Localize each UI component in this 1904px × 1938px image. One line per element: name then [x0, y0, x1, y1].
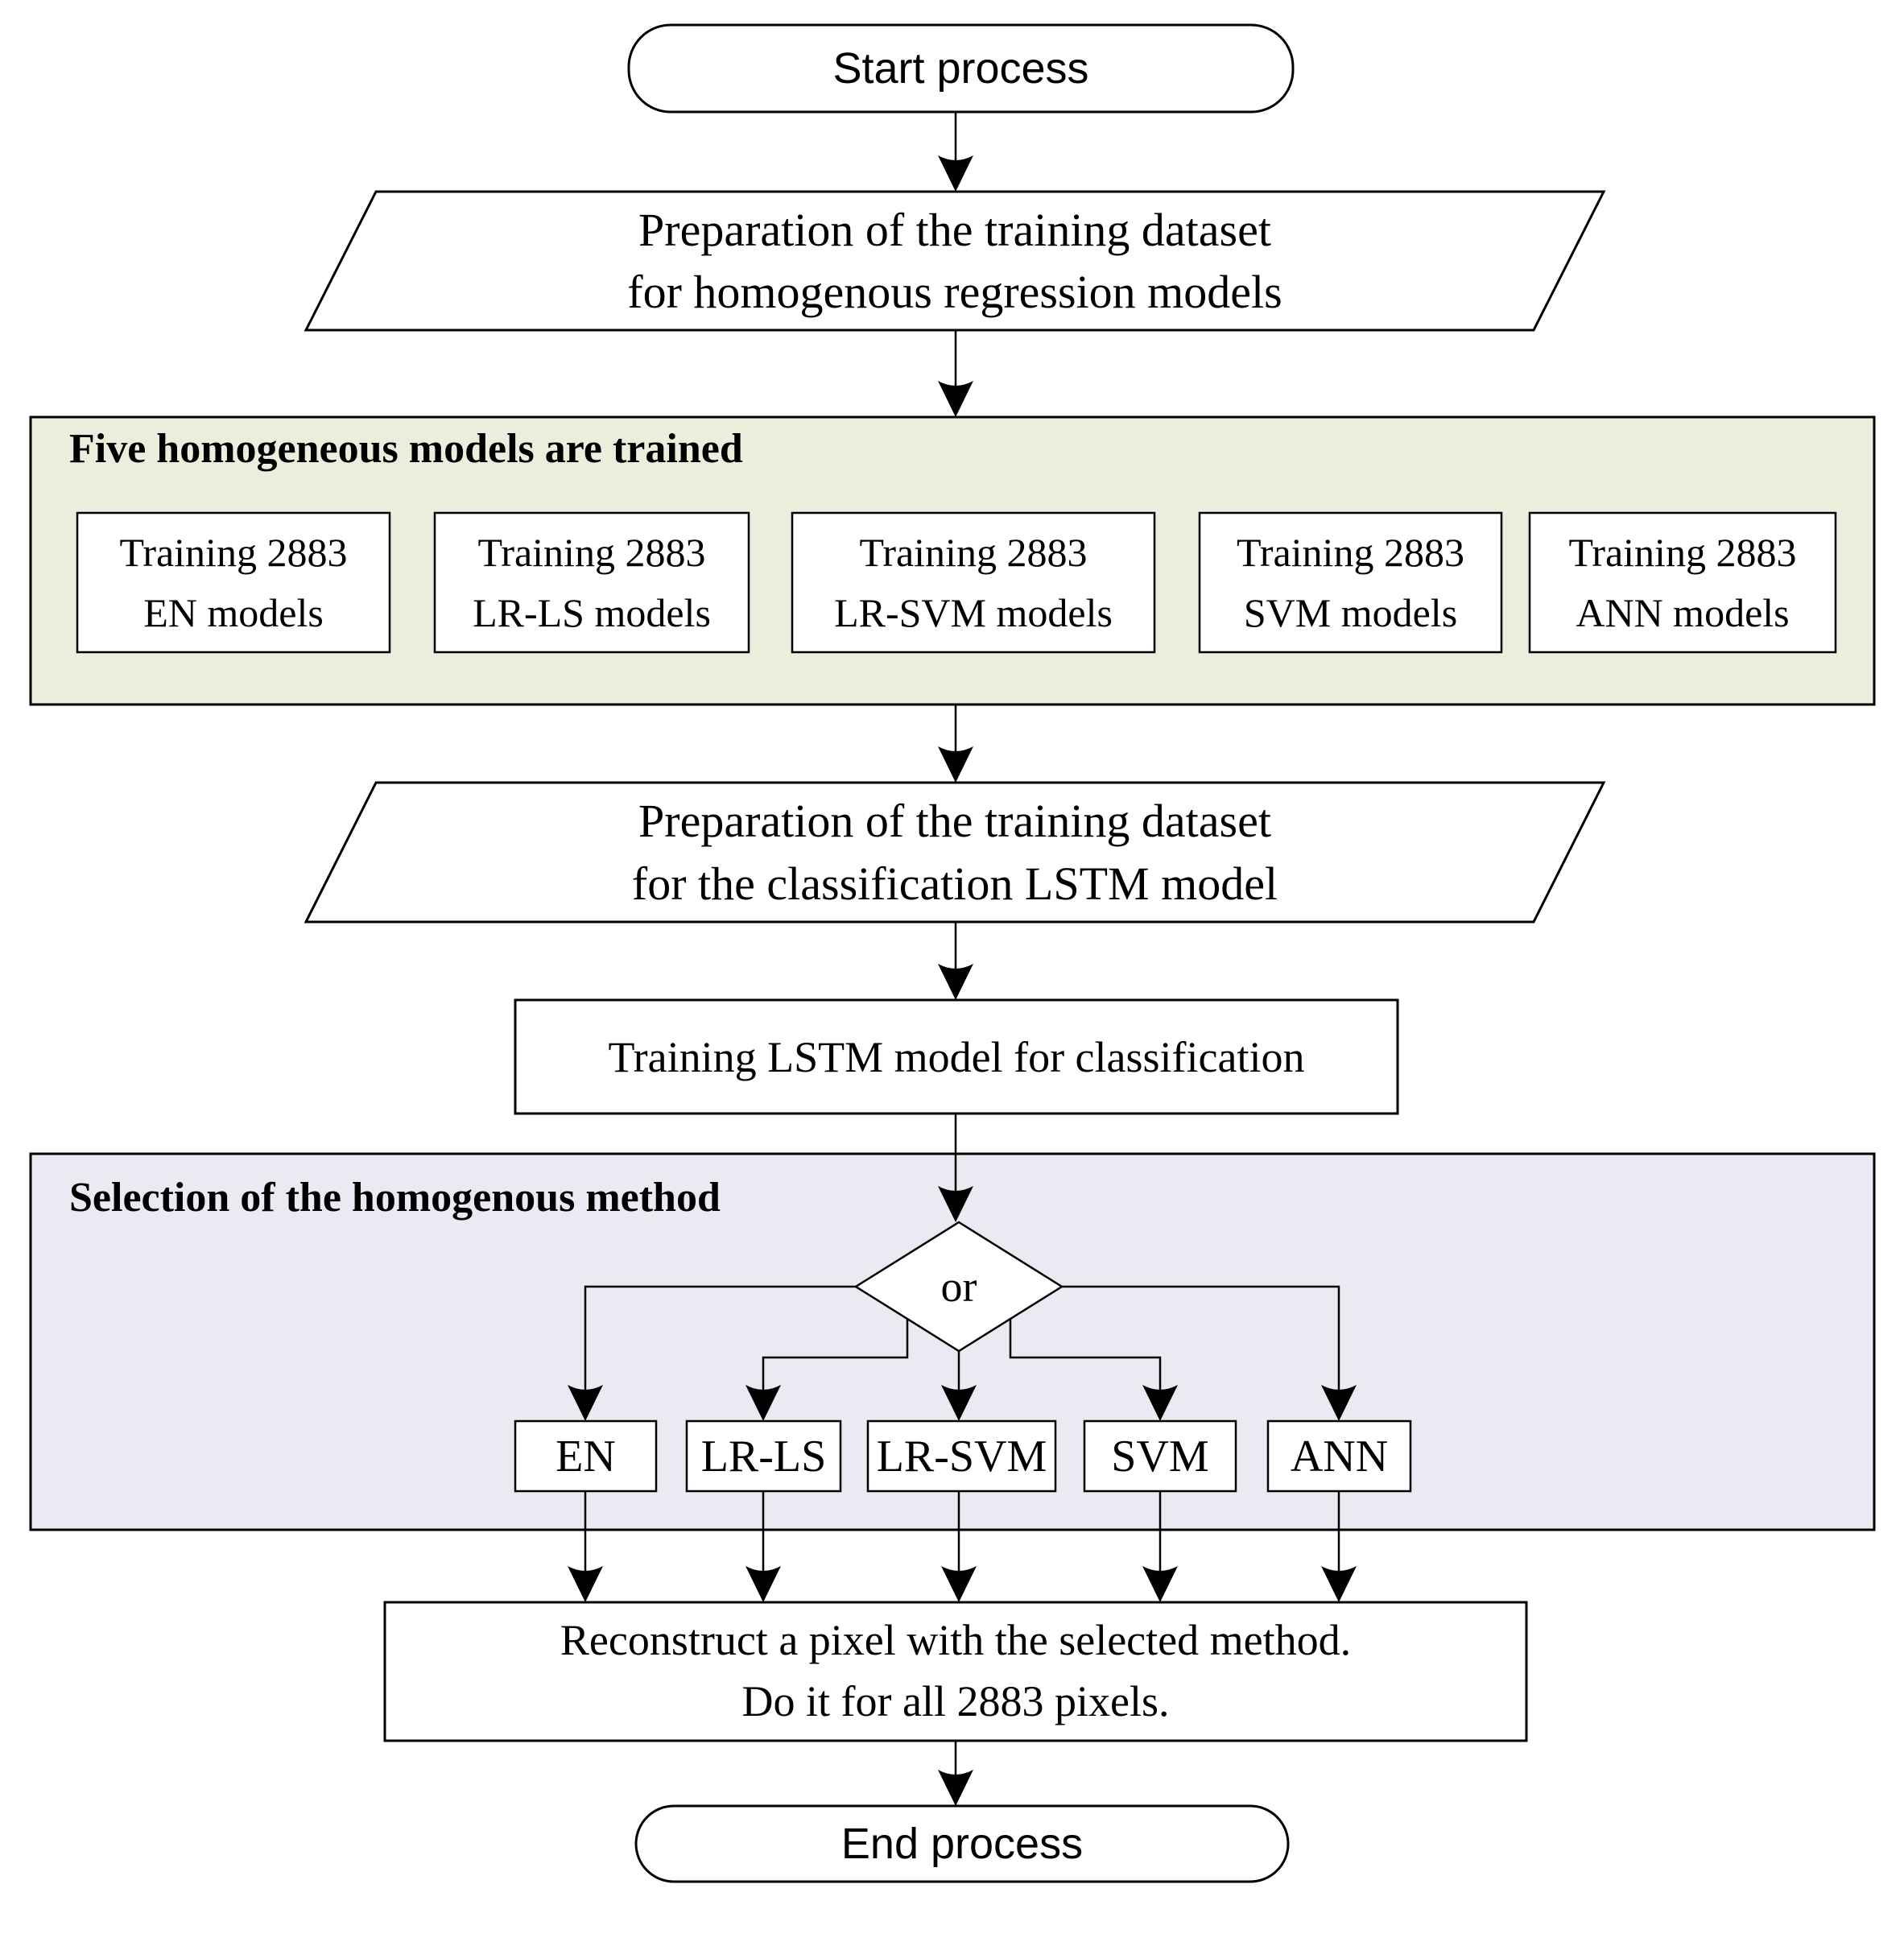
decision-or-text: or [940, 1262, 977, 1311]
reconstruct-line2: Do it for all 2883 pixels. [741, 1677, 1170, 1725]
arrow-reconstruct-to-end [938, 1741, 973, 1806]
arrow-lr-ls-to-reconstruct [745, 1491, 781, 1602]
arrow-svm-to-reconstruct [1142, 1491, 1178, 1602]
training-box-lr-ls [433, 511, 750, 654]
training-box-en-label: Training 2883 EN models [77, 513, 390, 652]
method-box-lr-svm [866, 1419, 1057, 1493]
arrow-decision-to-svm [1009, 1319, 1178, 1421]
arrow-lr-svm-to-reconstruct [941, 1491, 977, 1602]
training-ann-line2: ANN models [1576, 589, 1790, 635]
method-lr-ls-label: LR-LS [687, 1421, 840, 1491]
train-lstm-text: Training LSTM model for classification [608, 1032, 1305, 1081]
training-group-title: Five homogeneous models are trained [69, 426, 743, 472]
prep-regression-parallelogram [304, 190, 1606, 332]
prep-lstm-parallelogram [304, 781, 1606, 924]
method-en-text: EN [556, 1431, 616, 1481]
arrow-prep-lstm-to-train-lstm [938, 922, 973, 1000]
training-lr-ls-line2: LR-LS models [473, 589, 711, 635]
arrow-decision-to-en [568, 1285, 856, 1421]
prep-lstm-line1: Preparation of the training dataset [638, 795, 1271, 848]
arrow-train-lstm-to-decision [938, 1114, 973, 1222]
training-ann-line1: Training 2883 [1568, 529, 1797, 575]
end-terminator-label: End process [636, 1806, 1288, 1882]
end-label-text: End process [840, 1820, 1084, 1868]
training-lr-ls-line1: Training 2883 [477, 529, 706, 575]
selection-group-title: Selection of the homogenous method [69, 1175, 721, 1221]
method-svm-text: SVM [1111, 1431, 1209, 1481]
method-lr-ls-text: LR-LS [700, 1431, 827, 1481]
arrow-ann-to-reconstruct [1321, 1491, 1357, 1602]
training-box-lr-ls-label: Training 2883 LR-LS models [435, 513, 749, 652]
training-box-lr-svm-label: Training 2883 LR-SVM models [792, 513, 1154, 652]
training-box-svm [1198, 511, 1503, 654]
decision-label: or [902, 1246, 1015, 1327]
method-lr-svm-label: LR-SVM [868, 1421, 1055, 1491]
arrow-decision-to-lr-ls [745, 1319, 909, 1421]
reconstruct-box [383, 1601, 1528, 1742]
arrow-prep-regression-to-training-group [938, 330, 973, 417]
training-box-ann [1528, 511, 1837, 654]
arrow-decision-to-ann [1062, 1285, 1357, 1421]
start-label-text: Start process [832, 44, 1089, 93]
method-ann-text: ANN [1290, 1431, 1389, 1481]
training-box-svm-label: Training 2883 SVM models [1200, 513, 1501, 652]
training-lr-svm-line1: Training 2883 [859, 529, 1088, 575]
training-svm-line1: Training 2883 [1237, 529, 1464, 575]
method-lr-svm-text: LR-SVM [876, 1431, 1047, 1481]
train-lstm-label: Training LSTM model for classification [515, 1000, 1398, 1114]
training-box-ann-label: Training 2883 ANN models [1530, 513, 1836, 652]
prep-regression-label: Preparation of the training dataset for … [306, 192, 1604, 330]
prep-lstm-line2: for the classification LSTM model [631, 857, 1278, 910]
method-box-ann [1266, 1419, 1412, 1493]
arrow-decision-to-lr-svm [941, 1351, 977, 1421]
end-terminator-shape [634, 1804, 1290, 1883]
arrow-training-group-to-prep-lstm [938, 705, 973, 783]
training-lr-svm-line2: LR-SVM models [834, 589, 1113, 635]
reconstruct-label: Reconstruct a pixel with the selected me… [385, 1602, 1526, 1741]
prep-regression-line2: for homogenous regression models [627, 266, 1282, 318]
start-terminator-shape [627, 23, 1295, 114]
training-svm-line2: SVM models [1243, 589, 1458, 635]
prep-lstm-label: Preparation of the training dataset for … [306, 783, 1604, 922]
method-en-label: EN [515, 1421, 656, 1491]
training-en-line2: EN models [143, 589, 324, 635]
method-ann-label: ANN [1268, 1421, 1410, 1491]
reconstruct-line1: Reconstruct a pixel with the selected me… [560, 1616, 1352, 1665]
method-svm-label: SVM [1084, 1421, 1236, 1491]
training-en-line1: Training 2883 [119, 529, 348, 575]
start-terminator-label: Start process [629, 25, 1293, 112]
arrow-en-to-reconstruct [568, 1491, 603, 1602]
method-box-svm [1083, 1419, 1237, 1493]
arrow-start-to-prep-regression [938, 112, 973, 192]
training-box-en [76, 511, 391, 654]
training-box-lr-svm [791, 511, 1156, 654]
prep-regression-line1: Preparation of the training dataset [638, 203, 1271, 256]
